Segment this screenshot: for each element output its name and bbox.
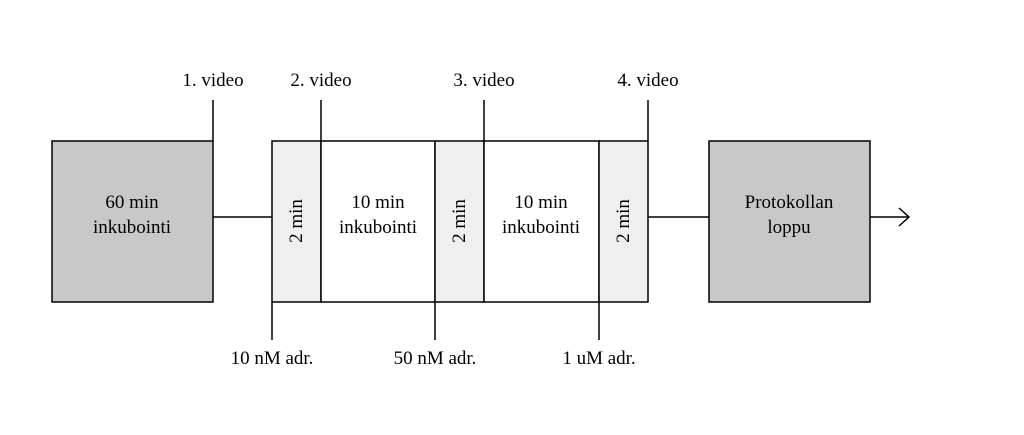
incubation-box-2 bbox=[483, 140, 600, 303]
start-incubation-box bbox=[51, 140, 214, 303]
dose-label-2: 50 nM adr. bbox=[394, 348, 477, 369]
pulse-box-3 bbox=[598, 140, 649, 303]
incubation-box-1 bbox=[320, 140, 436, 303]
pulse-label-2: 2 min bbox=[449, 199, 470, 243]
dose-label-3: 1 uM adr. bbox=[562, 348, 635, 369]
video-label-1: 1. video bbox=[182, 70, 243, 91]
pulse-label-3: 2 min bbox=[613, 199, 634, 243]
dose-label-1: 10 nM adr. bbox=[231, 348, 314, 369]
exit-arrow-head bbox=[898, 207, 911, 227]
incubation-2-line1: 10 min bbox=[514, 192, 568, 213]
pulse-box-1 bbox=[271, 140, 322, 303]
pulse-box-2 bbox=[434, 140, 485, 303]
end-box-line1: Protokollan bbox=[745, 192, 834, 213]
video-label-4: 4. video bbox=[617, 70, 678, 91]
incubation-1-line2: inkubointi bbox=[339, 217, 417, 238]
pulse-label-1: 2 min bbox=[286, 199, 307, 243]
incubation-2-line2: inkubointi bbox=[502, 217, 580, 238]
protocol-end-box bbox=[708, 140, 871, 303]
incubation-1-line1: 10 min bbox=[351, 192, 405, 213]
video-label-2: 2. video bbox=[290, 70, 351, 91]
end-box-line2: loppu bbox=[767, 217, 811, 238]
video-label-3: 3. video bbox=[453, 70, 514, 91]
start-box-line1: 60 min bbox=[105, 192, 159, 213]
start-box-line2: inkubointi bbox=[93, 217, 171, 238]
